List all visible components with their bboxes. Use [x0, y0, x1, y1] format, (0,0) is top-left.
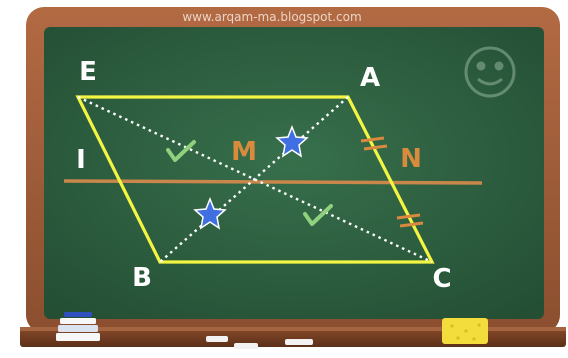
diagonal-A-B — [159, 96, 349, 263]
check-mark-icon — [303, 204, 333, 226]
equal-tick-icon — [396, 213, 424, 228]
chalk-icon — [234, 343, 258, 349]
equal-tick-icon — [360, 136, 388, 151]
label-N: N — [400, 144, 422, 174]
board-surface — [44, 27, 544, 319]
label-M: M — [231, 137, 257, 167]
label-C: C — [432, 264, 451, 294]
line-I-N — [63, 179, 483, 185]
star-icon — [193, 196, 227, 230]
chalk-icon — [206, 336, 228, 342]
check-mark-icon — [166, 140, 196, 162]
smiley-icon — [464, 46, 516, 98]
star-icon — [275, 124, 309, 158]
label-B: B — [132, 263, 152, 293]
label-I: I — [76, 145, 86, 175]
watermark-text: www.arqam-ma.blogspot.com — [182, 10, 361, 24]
book-stack-icon — [56, 312, 100, 341]
chalk-tray — [20, 327, 566, 347]
sponge-icon — [442, 318, 488, 344]
chalk-tray-edge — [20, 327, 566, 331]
label-E: E — [79, 57, 97, 87]
chalk-icon — [285, 339, 313, 345]
label-A: A — [360, 63, 380, 93]
